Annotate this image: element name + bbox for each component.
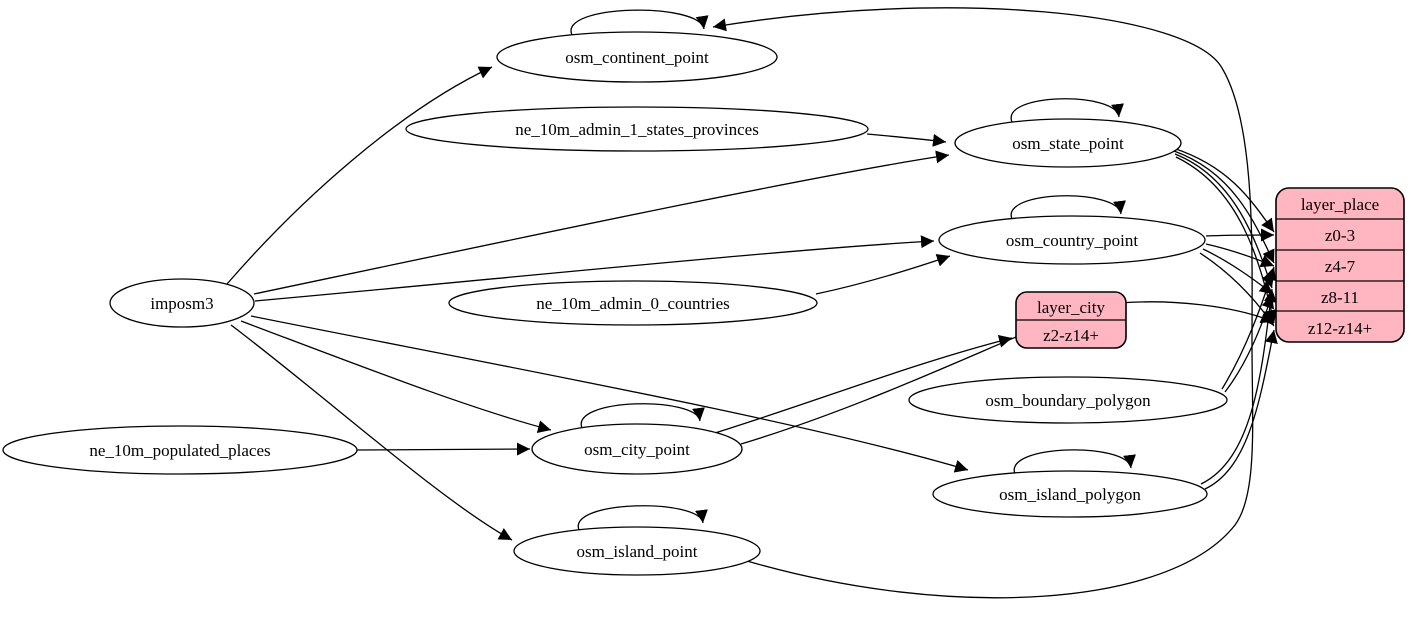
edge-osm_island_polygon-layer_place-z8-11 bbox=[1200, 288, 1277, 485]
node-imposm3-shape bbox=[109, 278, 255, 328]
node-layer_place-shape bbox=[1275, 187, 1405, 343]
node-osm_state_point-shape bbox=[954, 118, 1182, 168]
edge-osm_boundary_polygon-layer_place-z4-7 bbox=[1221, 266, 1277, 390]
edge-osm_boundary_polygon-layer_place-z8-11 bbox=[1224, 294, 1275, 393]
loop-osm_country_point bbox=[1010, 195, 1126, 220]
loop-osm_continent_point bbox=[570, 9, 709, 36]
edge-imposm3-osm_city_point bbox=[240, 320, 552, 434]
node-osm_island_polygon-shape bbox=[932, 470, 1208, 518]
node-osm_city_point-label: osm_city_point bbox=[584, 440, 690, 459]
edge-imposm3-osm_country_point bbox=[254, 235, 935, 302]
node-layer_city: layer_city z2-z14+ bbox=[1015, 291, 1127, 349]
edges bbox=[226, 7, 1278, 599]
edge-osm_city_point-layer_city-z2-z14 bbox=[701, 334, 1013, 438]
edge-osm_island_polygon-layer_place-z12-z14 bbox=[1204, 329, 1278, 490]
layer_place-row-z8-11: z8-11 bbox=[1321, 288, 1359, 307]
node-ne_10m_admin_1_states_provinces-label: ne_10m_admin_1_states_provinces bbox=[515, 120, 759, 139]
node-osm_island_point: osm_island_point bbox=[513, 526, 761, 576]
layer_city-row-z2-z14: z2-z14+ bbox=[1043, 326, 1099, 345]
edge-ne_10m_populated_places-osm_city_point bbox=[356, 442, 531, 456]
edge-ne_10m_admin_1_states_provinces-osm_state_point bbox=[866, 133, 947, 147]
edge-osm_country_point-layer_place-z12-z14 bbox=[1199, 252, 1275, 327]
edge-osm_island_point-osm_continent_point bbox=[712, 7, 1254, 599]
edge-osm_state_point-layer_place-z0-3 bbox=[1172, 147, 1275, 233]
node-layer_place: layer_place z0-3 z4-7 z8-11 z12-z14+ bbox=[1275, 187, 1405, 343]
loop-osm_city_point bbox=[580, 403, 705, 429]
edge-imposm3-osm_island_polygon bbox=[250, 315, 969, 473]
node-imposm3-label: imposm3 bbox=[150, 294, 213, 313]
node-ne_10m_admin_1_states_provinces: ne_10m_admin_1_states_provinces bbox=[405, 106, 869, 152]
edge-ne_10m_admin_0_countries-osm_country_point bbox=[815, 254, 951, 295]
edge-osm_city_point-layer_place-z12-z14 bbox=[740, 301, 1275, 445]
node-ne_10m_admin_0_countries: ne_10m_admin_0_countries bbox=[448, 280, 818, 326]
edge-osm_state_point-layer_place-z4-7 bbox=[1173, 150, 1275, 264]
node-osm_boundary_polygon-label: osm_boundary_polygon bbox=[985, 391, 1151, 410]
node-osm_city_point: osm_city_point bbox=[531, 423, 743, 475]
edge-osm_country_point-layer_place-z8-11 bbox=[1202, 248, 1274, 295]
node-osm_state_point-label: osm_state_point bbox=[1012, 134, 1124, 153]
node-osm_continent_point: osm_continent_point bbox=[496, 31, 778, 83]
node-osm_country_point-label: osm_country_point bbox=[1006, 231, 1138, 250]
edge-osm_country_point-layer_place-z4-7 bbox=[1205, 243, 1275, 268]
node-osm_country_point: osm_country_point bbox=[938, 215, 1206, 265]
edge-osm_country_point-layer_place-z0-3 bbox=[1205, 228, 1275, 242]
loop-osm_island_polygon bbox=[1013, 449, 1136, 475]
layer_place-row-z4-7: z4-7 bbox=[1325, 257, 1356, 276]
loop-osm_state_point bbox=[1010, 98, 1124, 123]
edge-imposm3-osm_continent_point bbox=[226, 66, 493, 285]
layer_place-title: layer_place bbox=[1301, 195, 1379, 214]
node-osm_country_point-shape bbox=[938, 215, 1206, 265]
node-ne_10m_admin_0_countries-shape bbox=[448, 280, 818, 326]
node-ne_10m_populated_places-shape bbox=[2, 425, 358, 475]
layer_city-title: layer_city bbox=[1037, 298, 1105, 317]
node-osm_continent_point-shape bbox=[496, 31, 778, 83]
node-osm_continent_point-label: osm_continent_point bbox=[565, 48, 709, 67]
node-osm_city_point-shape bbox=[531, 423, 743, 475]
node-ne_10m_admin_0_countries-label: ne_10m_admin_0_countries bbox=[536, 294, 730, 313]
node-osm_boundary_polygon: osm_boundary_polygon bbox=[908, 376, 1228, 424]
layer_place-row-z12-z14: z12-z14+ bbox=[1308, 319, 1372, 338]
node-osm_island_point-label: osm_island_point bbox=[577, 542, 698, 561]
node-ne_10m_populated_places: ne_10m_populated_places bbox=[2, 425, 358, 475]
node-osm_island_point-shape bbox=[513, 526, 761, 576]
loop-osm_island_point bbox=[577, 505, 708, 531]
edge-imposm3-osm_island_point bbox=[230, 324, 513, 541]
layer_place-row-z0-3: z0-3 bbox=[1325, 226, 1355, 245]
node-osm_island_polygon: osm_island_polygon bbox=[932, 470, 1208, 518]
node-osm_island_polygon-label: osm_island_polygon bbox=[999, 485, 1141, 504]
node-osm_state_point: osm_state_point bbox=[954, 118, 1182, 168]
node-ne_10m_populated_places-label: ne_10m_populated_places bbox=[89, 441, 270, 460]
node-ne_10m_admin_1_states_provinces-shape bbox=[405, 106, 869, 152]
node-osm_boundary_polygon-shape bbox=[908, 376, 1228, 424]
edge-imposm3-osm_state_point bbox=[253, 150, 950, 295]
node-imposm3: imposm3 bbox=[109, 278, 255, 328]
